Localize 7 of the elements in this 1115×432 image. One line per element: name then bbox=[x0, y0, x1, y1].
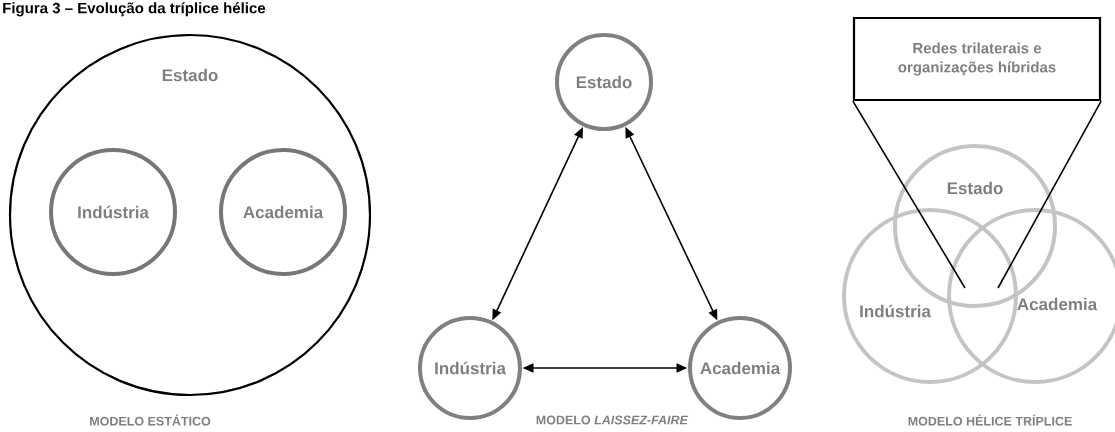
leader-line bbox=[997, 100, 1102, 289]
figure-title: Figura 3 – Evolução da tríplice hélice bbox=[3, 2, 266, 17]
leader-line bbox=[852, 100, 966, 289]
text-box: Redes trilaterais e organizações híbridas bbox=[852, 16, 1102, 102]
model-caption: MODELO LAISSEZ-FAIRE bbox=[536, 415, 689, 425]
model-caption: MODELO ESTÁTICO bbox=[90, 414, 211, 426]
model-caption: MODELO HÉLICE TRÍPLICE bbox=[908, 414, 1072, 426]
